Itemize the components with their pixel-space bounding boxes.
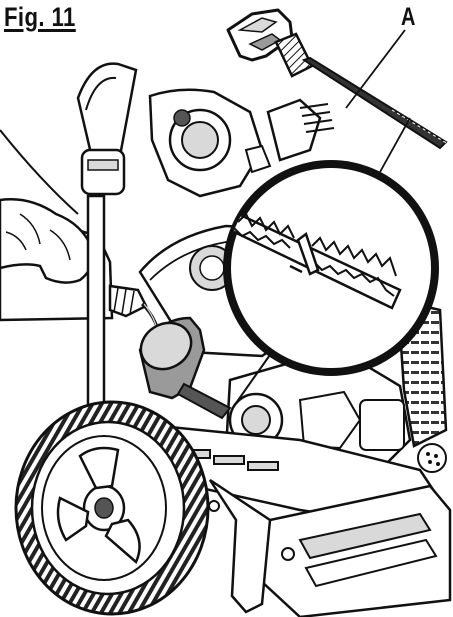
dipstick-threads	[274, 32, 314, 78]
oil-bottle-spout	[108, 284, 148, 318]
figure-title: Fig. 11	[4, 2, 76, 32]
magnifier-pointer	[233, 351, 273, 407]
magnifier-leader	[379, 117, 411, 173]
dipstick-group	[226, 8, 449, 173]
funnel	[138, 316, 273, 420]
dipstick-rod	[301, 56, 448, 150]
wheel	[14, 400, 210, 616]
hand-and-oil-bottle	[0, 129, 166, 353]
callout-label-a: A	[401, 3, 416, 31]
callout-leader-a	[345, 29, 406, 109]
magnifier-detail	[223, 160, 439, 376]
full-level-mark	[296, 231, 320, 276]
handle-assembly	[76, 62, 335, 198]
